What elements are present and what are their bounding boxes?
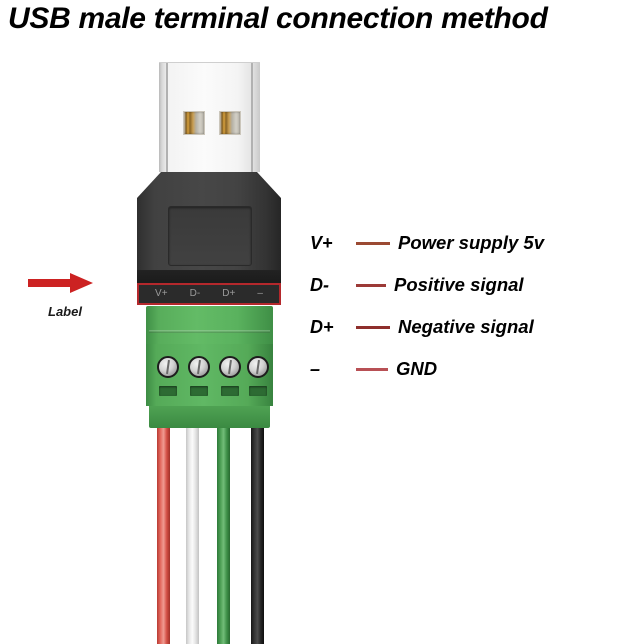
screw-terminal-block — [146, 306, 273, 430]
terminal-ridge — [149, 330, 270, 333]
legend-dash-vplus — [356, 241, 390, 245]
terminal-screw-4 — [247, 356, 269, 378]
terminal-screw-3 — [219, 356, 241, 378]
terminal-foot — [149, 406, 270, 428]
pin-label-gnd: – — [257, 288, 263, 299]
label-callout: Label — [24, 272, 102, 328]
terminal-wire-slot-2 — [190, 386, 208, 396]
terminal-screw-1 — [157, 356, 179, 378]
legend-pin-dplus: D+ — [310, 317, 334, 337]
legend-row-gnd: – GND — [310, 348, 630, 390]
legend-desc-vplus: Power supply 5v — [398, 231, 544, 253]
usb-black-housing: V+ D- D+ – — [137, 172, 281, 305]
legend-dash-gnd — [356, 367, 388, 371]
usb-gold-contact-right — [219, 111, 241, 135]
legend-desc-dplus: Negative signal — [398, 315, 534, 337]
pin-legend: V+ Power supply 5v D- Positive signal D+… — [310, 222, 630, 390]
legend-desc-gnd: GND — [396, 357, 438, 379]
housing-inset-panel — [168, 206, 252, 266]
terminal-wire-slot-3 — [221, 386, 239, 396]
terminal-wire-slot-4 — [249, 386, 267, 396]
usb-plug-shell — [159, 62, 260, 179]
terminal-top-section — [146, 306, 273, 346]
wire-green — [217, 428, 230, 644]
wire-black — [251, 428, 264, 644]
pin-label-dminus: D- — [189, 288, 201, 299]
legend-pin-vplus: V+ — [310, 233, 333, 253]
legend-dash-dplus — [356, 325, 390, 329]
wire-red — [157, 428, 170, 644]
plug-seam-right — [251, 63, 253, 179]
label-callout-text: Label — [48, 304, 82, 319]
plug-seam-left — [166, 63, 168, 179]
usb-gold-contact-left — [183, 111, 205, 135]
terminal-screw-2 — [188, 356, 210, 378]
legend-row-vplus: V+ Power supply 5v — [310, 222, 630, 264]
legend-pin-gnd: – — [310, 359, 321, 379]
legend-pin-dminus: D- — [310, 275, 329, 295]
page-title: USB male terminal connection method — [8, 2, 548, 35]
terminal-wire-slot-1 — [159, 386, 177, 396]
legend-row-dplus: D+ Negative signal — [310, 306, 630, 348]
wire-white — [186, 428, 199, 644]
pin-label-vplus: V+ — [155, 288, 168, 299]
legend-dash-dminus — [356, 283, 386, 287]
pin-label-dplus: D+ — [222, 288, 236, 299]
housing-dark-band — [137, 270, 281, 284]
legend-desc-dminus: Positive signal — [394, 273, 524, 295]
arrow-right-icon — [28, 273, 93, 293]
legend-row-dminus: D- Positive signal — [310, 264, 630, 306]
pin-label-strip: V+ D- D+ – — [137, 283, 281, 305]
